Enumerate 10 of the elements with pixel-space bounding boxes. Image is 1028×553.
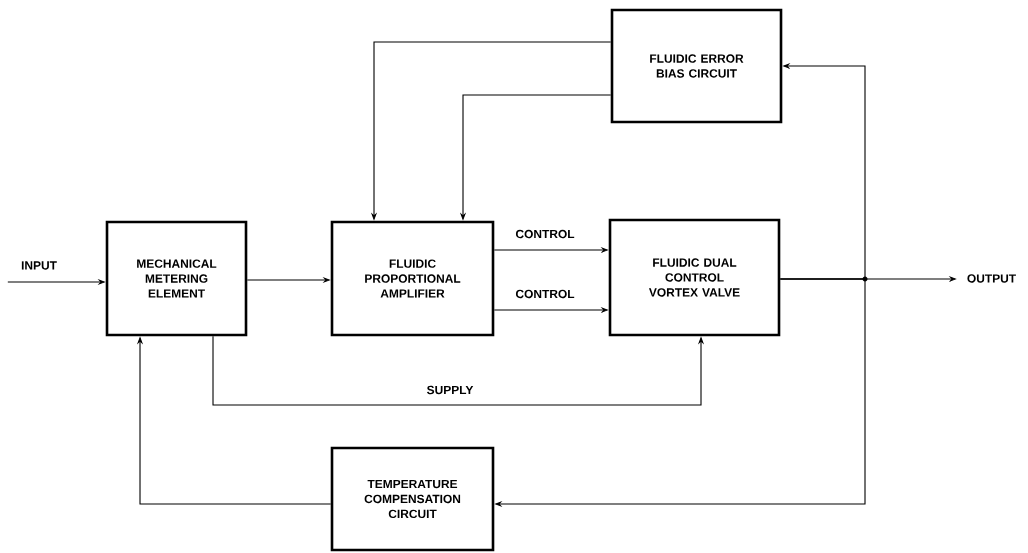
signal-label: INPUT	[21, 261, 57, 270]
process-box: MECHANICAL METERING ELEMENT	[105, 220, 248, 337]
edge-label: CONTROL	[515, 229, 575, 239]
process-box: TEMPERATURE COMPENSATION CIRCUIT	[330, 446, 495, 552]
edge-label: CONTROL	[515, 289, 575, 299]
process-box: FLUIDIC PROPORTIONAL AMPLIFIER	[330, 220, 495, 337]
process-box: FLUIDIC DUAL CONTROL VORTEX VALVE	[608, 218, 781, 337]
process-box: FLUIDIC ERROR BIAS CIRCUIT	[610, 8, 783, 124]
signal-label: OUTPUT	[967, 274, 1016, 283]
edge-label: SUPPLY	[427, 385, 474, 395]
